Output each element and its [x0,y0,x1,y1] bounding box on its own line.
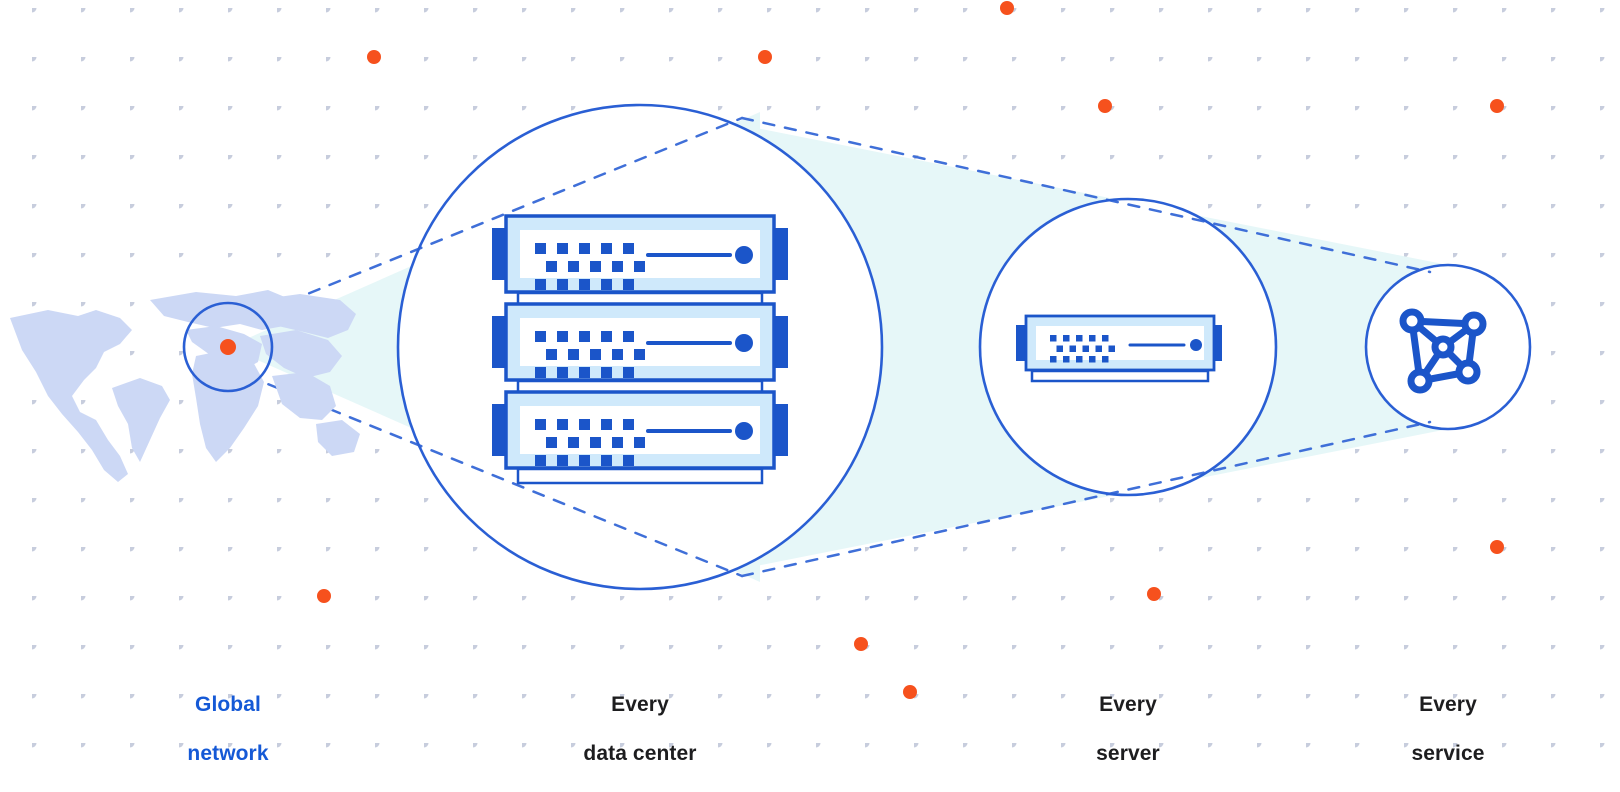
connector-datacenter-to-service-bottom [740,420,1432,578]
led-dot [735,334,753,352]
stage-label-line2: data center [583,742,697,766]
stage-label-line1: Every [1099,692,1157,716]
stage-label-every-server: Every server [1028,668,1228,792]
server-unit [1016,314,1222,372]
connector-datacenter-to-service-top [740,116,1432,274]
global-network-location-marker [220,339,236,355]
stage-label-line2: service [1411,742,1485,766]
stage-label-every-data-center: Every data center [520,668,760,792]
service-circle[interactable] [1364,263,1532,431]
graph-node [1455,359,1481,385]
graph-node-center [1431,335,1455,359]
graph-node [1461,311,1487,337]
rack-base [516,467,764,485]
server-base [1030,369,1210,383]
stage-label-line1: Every [1419,692,1477,716]
stage-label-line1: Global [195,692,261,716]
led-dot [735,246,753,264]
stage-label-line2: server [1096,742,1160,766]
led-dot [1190,339,1202,351]
stage-label-global-network: Global network [128,668,328,792]
server-circle[interactable] [978,197,1278,497]
rack-unit-1 [492,214,788,294]
data-center-circle[interactable] [396,103,884,591]
global-network-highlight-circle [182,301,274,393]
stage-label-line2: network [187,742,269,766]
led-dot [735,422,753,440]
rack-unit-3 [492,390,788,470]
connector-global-to-datacenter-top [246,116,744,320]
graph-node [1407,368,1433,394]
rack-unit-2 [492,302,788,382]
graph-node [1399,308,1425,334]
stage-label-line1: Every [611,692,669,716]
stage-label-every-service: Every service [1348,668,1548,792]
